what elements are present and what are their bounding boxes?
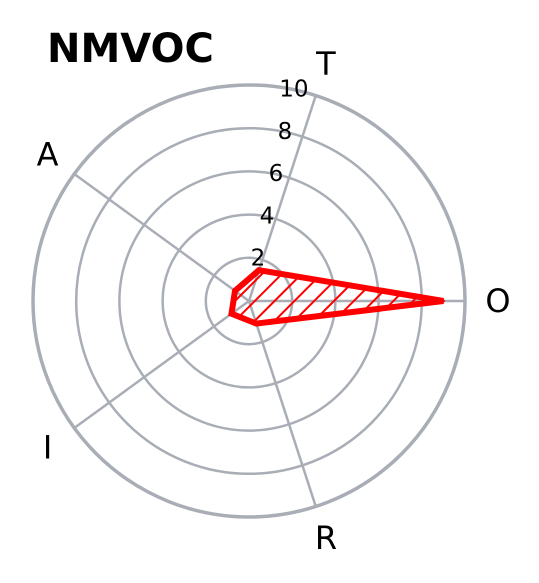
data-point-T [257,268,261,272]
series-group [228,267,445,327]
axis-label-R: R [315,519,337,557]
axis-labels: O T A I R [37,45,511,557]
data-point-R [254,322,258,326]
axis-label-O: O [485,282,510,320]
tick-label-6: 6 [269,161,284,187]
chart-title: NMVOC [47,26,214,72]
axis-label-A: A [37,136,59,174]
tick-label-8: 8 [278,119,293,145]
spoke-I [73,299,250,429]
axis-label-I: I [43,428,52,466]
tick-label-10: 10 [279,77,308,103]
spoke-R [247,300,317,507]
tick-label-2: 2 [251,246,266,272]
tick-label-4: 4 [260,203,275,229]
axis-label-T: T [315,45,336,83]
data-point-A [233,289,237,293]
data-point-I [230,312,234,316]
spoke-T [247,95,317,302]
series-polygon [228,267,444,327]
tick-labels: 2 4 6 8 10 [251,77,309,272]
spoke-A [73,173,250,303]
data-point-O [441,299,445,303]
